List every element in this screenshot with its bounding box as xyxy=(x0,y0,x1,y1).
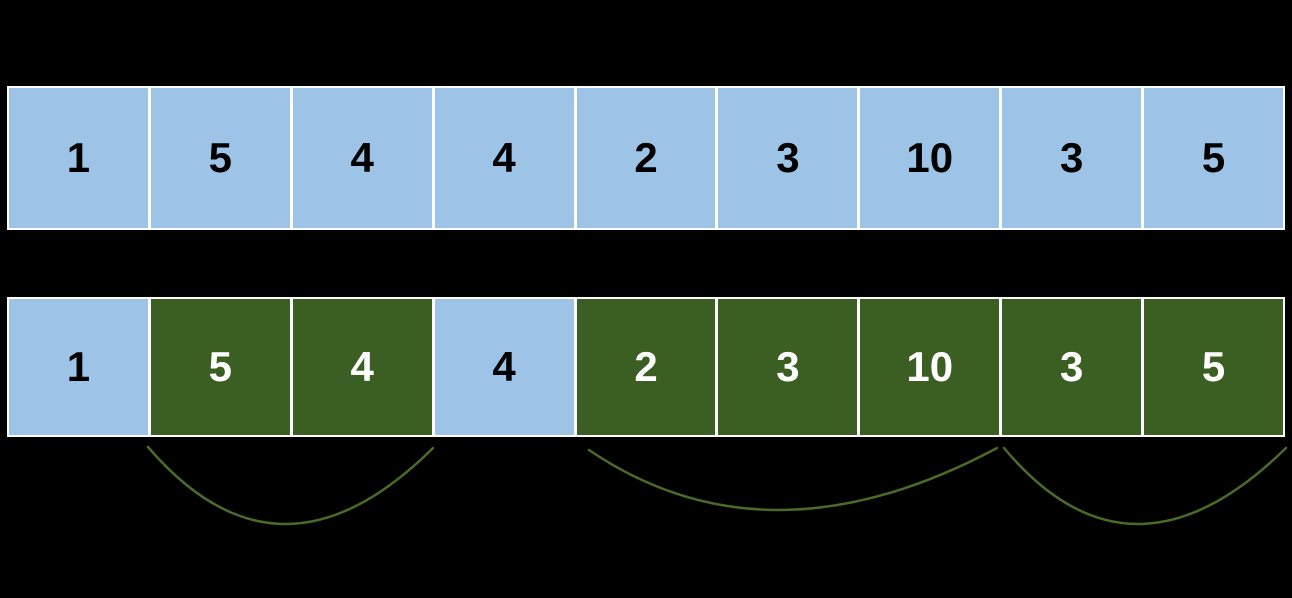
cell-value: 3 xyxy=(776,134,800,181)
cell-value: 5 xyxy=(208,343,232,390)
top-array-cell-4: 4 xyxy=(434,88,574,228)
top-array-cell-6: 3 xyxy=(718,88,858,228)
cell-value: 2 xyxy=(634,343,658,390)
bottom-array: 1 5 4 4 2 3 10 3 5 xyxy=(7,297,1285,437)
cell-value: 4 xyxy=(350,343,374,390)
group-arc-1 xyxy=(146,445,435,526)
group-arc-3 xyxy=(1002,446,1288,526)
bottom-array-cell-3: 4 xyxy=(292,299,432,435)
cell-value: 5 xyxy=(208,134,232,181)
cell-value: 3 xyxy=(1059,134,1084,181)
bottom-array-cell-9: 5 xyxy=(1144,299,1283,435)
cell-value: 3 xyxy=(1059,343,1084,390)
cell-value: 2 xyxy=(634,134,658,181)
bottom-array-cell-5: 2 xyxy=(576,299,716,435)
cell-value: 4 xyxy=(492,343,516,390)
cell-value: 10 xyxy=(906,343,954,390)
top-array-cell-2: 5 xyxy=(150,88,290,228)
bottom-array-cell-1: 1 xyxy=(9,299,148,435)
top-array-cell-5: 2 xyxy=(576,88,716,228)
bottom-array-cell-4: 4 xyxy=(434,299,574,435)
top-array-cell-1: 1 xyxy=(9,88,148,228)
top-array-cell-9: 5 xyxy=(1144,88,1283,228)
top-array-cell-8: 3 xyxy=(1002,88,1142,228)
top-array-cell-7: 10 xyxy=(860,88,1000,228)
bottom-array-cell-8: 3 xyxy=(1002,299,1142,435)
cell-value: 5 xyxy=(1201,134,1226,181)
cell-value: 5 xyxy=(1201,343,1226,390)
bottom-array-cell-6: 3 xyxy=(718,299,858,435)
cell-value: 4 xyxy=(350,134,374,181)
top-array: 1 5 4 4 2 3 10 3 5 xyxy=(7,86,1285,230)
group-arc-2 xyxy=(587,446,999,512)
cell-value: 1 xyxy=(66,343,91,390)
cell-value: 1 xyxy=(66,134,91,181)
cell-value: 4 xyxy=(492,134,516,181)
cell-value: 3 xyxy=(776,343,800,390)
bottom-array-cell-7: 10 xyxy=(860,299,1000,435)
cell-value: 10 xyxy=(906,134,954,181)
top-array-cell-3: 4 xyxy=(292,88,432,228)
bottom-array-cell-2: 5 xyxy=(150,299,290,435)
